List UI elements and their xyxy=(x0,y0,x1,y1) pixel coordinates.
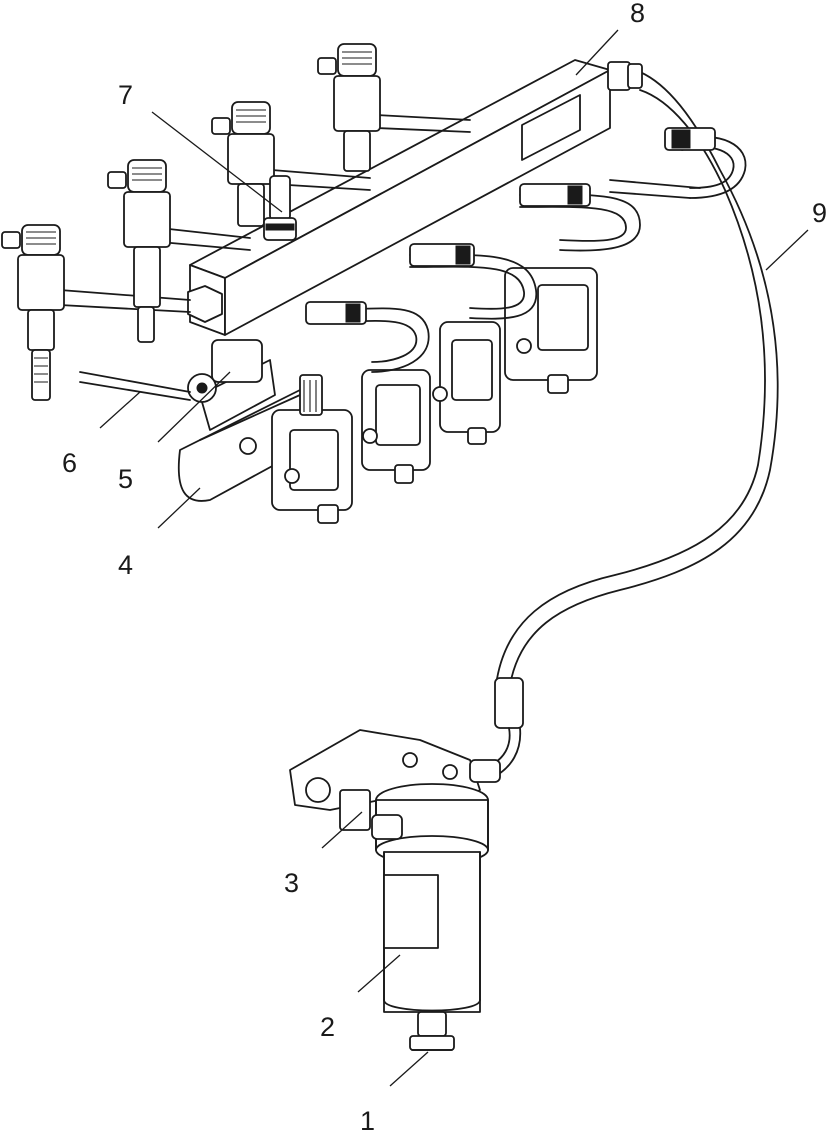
callout-6: 6 xyxy=(62,448,77,478)
leader-6 xyxy=(99,391,141,429)
injector-2 xyxy=(107,159,251,343)
leader-7 xyxy=(151,111,283,213)
callout-labels: 1 2 3 4 5 6 7 8 9 xyxy=(62,0,827,1133)
solenoid-unit-1 xyxy=(239,374,353,524)
solenoid-unit-3 xyxy=(432,321,501,445)
sensor-rod xyxy=(79,371,191,401)
leader-8 xyxy=(575,29,619,76)
callout-9: 9 xyxy=(812,198,827,228)
connector-fitting xyxy=(187,339,263,403)
fuel-hose xyxy=(484,67,779,779)
feed-lines xyxy=(305,179,701,373)
leader-2 xyxy=(357,954,401,993)
callout-4: 4 xyxy=(118,550,133,580)
solenoid-unit-2 xyxy=(361,369,431,484)
callout-8: 8 xyxy=(630,0,645,28)
filter-canister xyxy=(383,851,481,1013)
callout-5: 5 xyxy=(118,464,133,494)
injector-4 xyxy=(317,43,471,172)
injector-3 xyxy=(211,101,371,227)
solenoid-unit-4 xyxy=(504,267,598,394)
leader-5 xyxy=(157,371,231,443)
injector-1 xyxy=(1,224,191,401)
callout-7: 7 xyxy=(118,80,133,110)
leader-1 xyxy=(389,1051,429,1087)
callout-3: 3 xyxy=(284,868,299,898)
callout-leaders xyxy=(99,29,809,1087)
pressure-sensor xyxy=(263,175,297,241)
drain-valve xyxy=(409,1011,455,1051)
injector-row xyxy=(1,43,471,401)
return-hose xyxy=(664,127,747,199)
leader-9 xyxy=(765,229,809,271)
callout-2: 2 xyxy=(320,1012,335,1042)
filter-head xyxy=(371,759,501,865)
solenoid-units xyxy=(239,267,598,524)
callout-1: 1 xyxy=(360,1106,375,1133)
leader-4 xyxy=(157,487,201,529)
leader-3 xyxy=(321,811,363,849)
